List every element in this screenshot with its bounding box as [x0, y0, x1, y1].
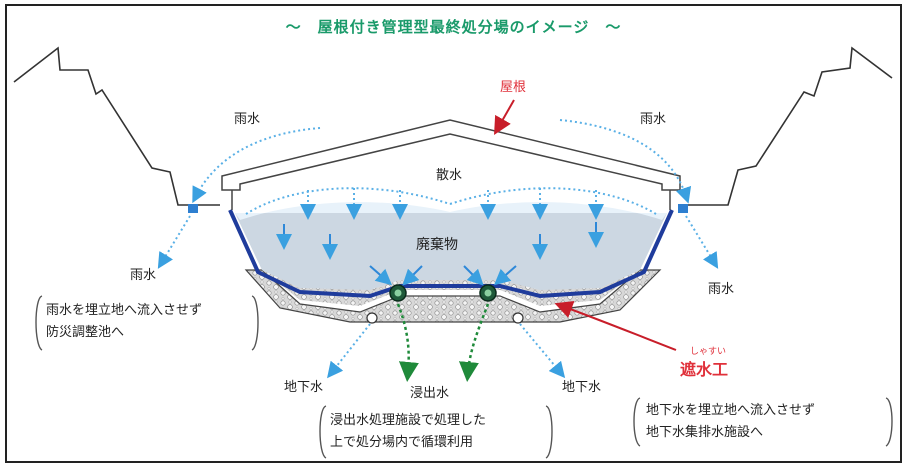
- right-gutter: [678, 204, 688, 213]
- waste-label: 廃棄物: [416, 237, 458, 253]
- groundwater-left-label: 地下水: [284, 380, 324, 395]
- groundwater-note-line-1: 地下水を埋立地へ流入させず: [646, 403, 816, 418]
- rain-label-right: 雨水: [640, 112, 667, 127]
- outer-border: [5, 4, 902, 463]
- groundwater-right-label: 地下水: [562, 380, 602, 395]
- rain-outflow-left-label: 雨水: [130, 268, 157, 283]
- sprinkle-label: 散水: [436, 168, 463, 183]
- leachate-note: 浸出水処理施設で処理した 上で処分場内で循環利用: [330, 410, 486, 454]
- leachate-note-line-2: 上で処分場内で循環利用: [330, 435, 474, 450]
- rain-label-left: 雨水: [234, 112, 261, 127]
- barrier-ruby: しゃすい: [690, 347, 727, 357]
- leachate-label: 浸出水: [410, 386, 450, 401]
- left-gutter: [188, 204, 198, 213]
- rain-note: 雨水を埋立地へ流入させず 防災調整池へ: [46, 300, 202, 344]
- groundwater-note-line-2: 地下水集排水施設へ: [646, 425, 764, 440]
- left-terrain: [13, 46, 220, 206]
- diagram-title: ～ 屋根付き管理型最終処分場のイメージ ～: [285, 18, 622, 36]
- waste-body: [235, 213, 667, 290]
- impermeable-liner: [228, 209, 674, 299]
- groundwater-note: 地下水を埋立地へ流入させず 地下水集排水施設へ: [646, 400, 815, 444]
- roof-label: 屋根: [500, 80, 527, 95]
- leachate-note-line-1: 浸出水処理施設で処理した: [330, 413, 487, 428]
- rain-outflow-right-label: 雨水: [708, 282, 735, 297]
- right-terrain: [688, 46, 893, 206]
- barrier-label: 遮水工: [680, 360, 729, 379]
- rain-note-line-2: 防災調整池へ: [46, 325, 125, 340]
- roof: [221, 119, 681, 191]
- rain-note-line-1: 雨水を埋立地へ流入させず: [46, 303, 203, 318]
